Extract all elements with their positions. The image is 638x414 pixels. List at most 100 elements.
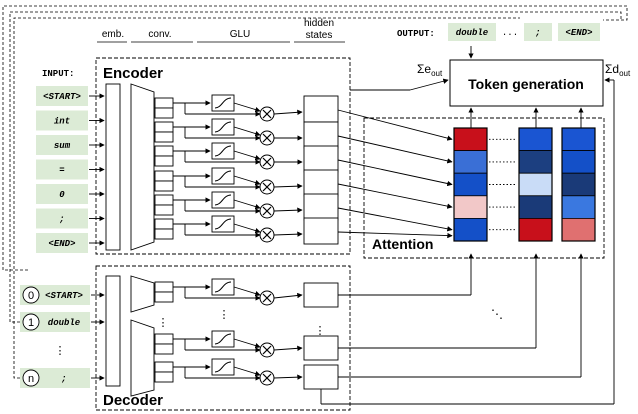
decoder-step-circle <box>22 286 40 304</box>
input-token-box <box>36 135 88 155</box>
attention-cell <box>518 172 553 197</box>
input-token-box <box>36 159 88 180</box>
output-token-box <box>558 23 600 41</box>
input-token: 0 <box>59 190 65 200</box>
encoder-to-attention-arrow <box>337 231 453 239</box>
decoder-multiply-icon-stroke-b <box>262 293 272 303</box>
header-glu: GLU <box>230 29 251 40</box>
encoder-conv-cell-a <box>154 145 174 157</box>
encoder-conv-cell-a <box>154 170 174 182</box>
attention-cell <box>561 217 596 242</box>
output-token-box <box>524 23 552 41</box>
encoder-conv-cell-a <box>154 121 174 133</box>
attention-cell <box>561 172 596 197</box>
attention-cell <box>453 172 488 197</box>
encoder-hidden-state <box>303 193 339 221</box>
header-emb: emb. <box>102 29 124 40</box>
encoder-embedding-bar <box>105 83 121 251</box>
input-label: INPUT: <box>42 69 74 79</box>
attention-cell <box>518 150 553 174</box>
connector-line <box>233 286 261 297</box>
input-token: <START> <box>43 92 81 102</box>
encoder-title: Encoder <box>103 65 163 82</box>
decoder-conv-cell-b <box>154 291 174 303</box>
connector-line <box>273 345 303 352</box>
attention-cell <box>453 195 488 219</box>
decoder-input-token: ; <box>61 374 66 384</box>
output-label: OUTPUT: <box>397 29 435 39</box>
connector-line <box>233 223 261 234</box>
encoder-multiply-icon-stroke-b <box>262 182 272 192</box>
decoder-ellipsis-hidden: ⋮ <box>315 325 326 337</box>
encoder-sum-arrow <box>409 78 449 91</box>
encoder-glu-icon-curve <box>214 97 232 109</box>
decoder-conv-trapezoid-1 <box>130 275 155 313</box>
input-token-box <box>36 86 88 106</box>
encoder-to-attention-arrow <box>337 159 453 187</box>
decoder-conv-trapezoid-2 <box>130 319 155 397</box>
connector-line <box>273 292 303 299</box>
encoder-conv-cell-a <box>154 97 174 109</box>
decoder-step-index: 1 <box>28 317 34 329</box>
connector-line <box>273 109 303 116</box>
decoder-glu-icon-curve <box>214 361 232 373</box>
decoder-conv-cell-a <box>154 333 174 345</box>
input-token: sum <box>54 141 71 151</box>
attention-frame <box>363 117 605 259</box>
decoder-conv-cell-b <box>154 343 174 355</box>
attention-cell <box>561 195 596 219</box>
encoder-conv-cell-b <box>154 107 174 119</box>
decoder-step-index: 0 <box>28 290 34 302</box>
decoder-step-circle <box>22 313 40 331</box>
decoder-glu-icon-curve <box>214 281 232 293</box>
attention-cell <box>518 195 553 219</box>
encoder-multiply-icon-stroke-b <box>262 109 272 119</box>
encoder-conv-cell-b <box>154 204 174 216</box>
decoder-step-circle <box>22 369 40 387</box>
token-generation-box <box>449 59 604 107</box>
encoder-hidden-state <box>303 145 339 173</box>
encoder-to-attention-arrow <box>337 109 453 141</box>
output-token: double <box>456 28 489 38</box>
encoder-glu-icon-curve <box>214 194 232 206</box>
decoder-step-index: n <box>28 373 34 385</box>
attention-diag-ellipsis: ⋱ <box>491 307 503 321</box>
encoder-conv-cell-b <box>154 228 174 240</box>
attention-cell <box>453 127 488 152</box>
input-token-box <box>36 110 88 131</box>
encoder-glu-icon-curve <box>214 218 232 230</box>
encoder-glu-icon-curve <box>214 170 232 182</box>
input-token: ; <box>59 215 64 225</box>
encoder-multiply-icon-stroke-b <box>262 157 272 167</box>
attention-column-frame <box>518 127 553 242</box>
input-token-box <box>36 184 88 204</box>
encoder-conv-cell-b <box>154 155 174 167</box>
encoder-hidden-state <box>303 217 339 245</box>
attention-cell <box>561 150 596 174</box>
connector-line <box>273 183 303 189</box>
output-token: ; <box>535 28 540 38</box>
input-token-box <box>36 233 88 253</box>
encoder-glu-icon-curve <box>214 145 232 157</box>
connector-line <box>273 207 303 213</box>
encoder-conv-cell-a <box>154 194 174 206</box>
attention-cell <box>453 217 488 242</box>
attention-matrix <box>320 77 615 405</box>
connector-line <box>233 199 261 210</box>
decoder-embedding-bar <box>105 275 121 387</box>
decoder-conv-cell-b <box>154 371 174 383</box>
encoder-conv-trapezoid <box>130 83 155 251</box>
encoder-frame <box>95 57 351 255</box>
attention-cell <box>518 217 553 242</box>
connector-line <box>233 175 261 186</box>
header-hidden: hidden <box>304 18 334 29</box>
attention-cell <box>561 127 596 152</box>
attention-title: Attention <box>372 236 433 252</box>
attention-cell <box>518 127 553 152</box>
output-token: ... <box>502 28 518 38</box>
connector-line <box>233 150 261 161</box>
encoder-conv-cell-a <box>154 218 174 230</box>
